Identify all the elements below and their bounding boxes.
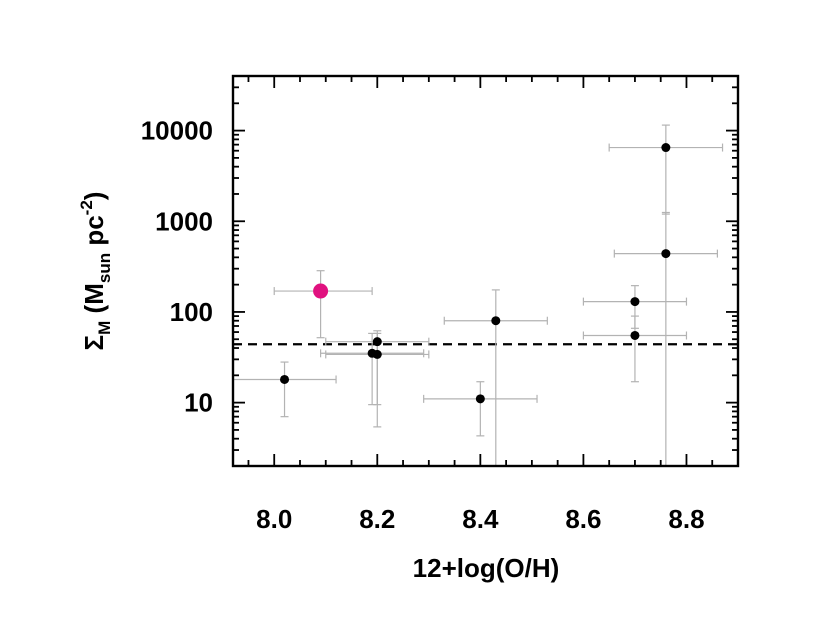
x-tick-label: 8.8 (668, 504, 704, 534)
data-point (372, 349, 382, 359)
y-label-sigma: Σ (79, 335, 109, 351)
data-point (475, 394, 485, 404)
error-bar (232, 361, 337, 418)
data-point (280, 374, 290, 384)
svg-text:ΣM (Msun pc-2): ΣM (Msun pc-2) (77, 192, 114, 351)
y-label-close: ) (79, 192, 109, 201)
error-bar (325, 332, 430, 428)
x-axis-label: 12+log(O/H) (413, 553, 560, 583)
error-bar (582, 285, 688, 329)
error-bar (273, 270, 373, 339)
x-tick-label: 8.0 (256, 504, 292, 534)
tick-labels: 8.0 8.2 8.4 8.6 8.8 10 100 1000 10000 (141, 116, 705, 534)
data-point (661, 143, 671, 153)
y-label-sigma-sub: M (95, 321, 114, 335)
plot-area (232, 124, 738, 467)
y-label-mid: pc (79, 215, 109, 253)
data-point (630, 297, 640, 307)
y-tick-label: 10000 (141, 116, 213, 146)
axis-ticks (233, 75, 739, 467)
error-bar (320, 332, 425, 406)
data-point (491, 316, 501, 326)
y-axis-label: ΣM (Msun pc-2) (77, 192, 114, 351)
highlighted-data-point (313, 283, 329, 299)
data-point (661, 249, 671, 259)
y-tick-label: 10 (184, 388, 213, 418)
y-tick-label: 100 (170, 297, 213, 327)
x-tick-label: 8.2 (359, 504, 395, 534)
x-tick-label: 8.4 (462, 504, 499, 534)
plot-frame (231, 74, 740, 468)
error-bar (423, 381, 538, 437)
y-label-open: (M (79, 283, 109, 321)
error-bar (608, 124, 724, 215)
y-label-sup: -2 (77, 200, 96, 215)
data-point (372, 337, 382, 347)
data-point (630, 330, 640, 340)
y-tick-label: 1000 (155, 206, 213, 236)
y-label-sub: sun (95, 253, 114, 283)
x-tick-label: 8.6 (565, 504, 601, 534)
